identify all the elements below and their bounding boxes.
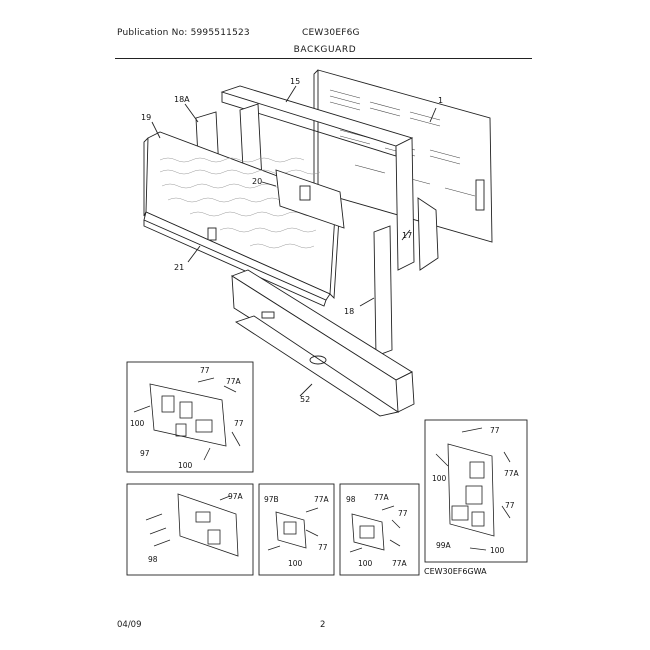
callout-19: 19 bbox=[141, 113, 151, 122]
inset-left-label: 77 bbox=[200, 366, 210, 375]
inset-right-label: 77A bbox=[504, 469, 520, 478]
inset-bottom3-label: 77A bbox=[392, 559, 408, 568]
callout-21: 21 bbox=[174, 263, 184, 272]
inset-left-label: 77 bbox=[234, 419, 244, 428]
publication-number: Publication No: 5995511523 bbox=[117, 28, 250, 38]
inset-board-bottom-3: 98 77A 77 100 77A bbox=[339, 483, 420, 576]
inset-bottom3-label: 77A bbox=[374, 493, 390, 502]
backguard-base-part bbox=[230, 269, 415, 417]
footer-date: 04/09 bbox=[117, 620, 142, 630]
inset-left-label: 100 bbox=[130, 419, 145, 428]
inset-bottom3-label: 77 bbox=[398, 509, 408, 518]
header-rule bbox=[115, 58, 532, 59]
inset-left-label: 100 bbox=[178, 461, 193, 470]
inset-bottom2-label: 77A bbox=[314, 495, 330, 504]
inset-bottom1-label: 97A bbox=[228, 492, 244, 501]
inset-left-label: 77A bbox=[226, 377, 242, 386]
inset-right-label: 100 bbox=[490, 546, 505, 555]
inset-bottom1-label: 98 bbox=[148, 555, 158, 564]
inset-right-label: 100 bbox=[432, 474, 447, 483]
inset-bottom2-label: 77 bbox=[318, 543, 328, 552]
model-number: CEW30EF6G bbox=[302, 28, 360, 38]
callout-18a: 18A bbox=[174, 95, 190, 104]
page-number: 2 bbox=[320, 620, 326, 630]
section-title: BACKGUARD bbox=[293, 45, 357, 55]
callout-52: 52 bbox=[300, 395, 310, 404]
callout-17: 17 bbox=[402, 231, 412, 240]
inset-bottom3-label: 98 bbox=[346, 495, 356, 504]
inset-right-label: 99A bbox=[436, 541, 452, 550]
callout-15: 15 bbox=[290, 77, 300, 86]
inset-bottom2-label: 100 bbox=[288, 559, 303, 568]
inset-board-bottom-1: 97A 98 bbox=[126, 483, 254, 576]
callout-18: 18 bbox=[344, 307, 354, 316]
inset-left-label: 97 bbox=[140, 449, 150, 458]
inset-bottom3-label: 100 bbox=[358, 559, 373, 568]
callout-1: 1 bbox=[438, 96, 443, 105]
inset-board-bottom-2: 97B 77A 77 100 bbox=[258, 483, 335, 576]
inset-bottom2-label: 97B bbox=[264, 495, 279, 504]
inset-right-label: 77 bbox=[490, 426, 500, 435]
inset-right-label: 77 bbox=[505, 501, 515, 510]
inset-board-left: 77 77A 100 77 97 100 bbox=[126, 361, 254, 473]
inset-board-right: 77 100 77A 77 99A 100 bbox=[424, 419, 528, 563]
model-caption: CEW30EF6GWA bbox=[424, 567, 487, 576]
callout-20: 20 bbox=[252, 177, 262, 186]
circuit-board-part bbox=[275, 169, 345, 229]
